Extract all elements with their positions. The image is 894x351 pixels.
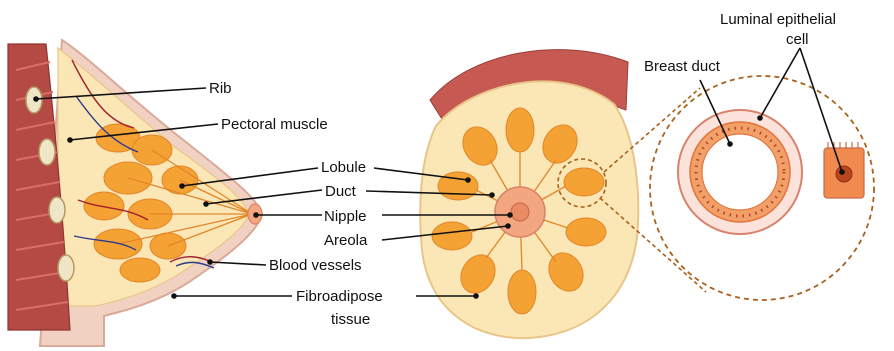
luminal-cell-label-line2: cell xyxy=(786,31,809,48)
rib-label: Rib xyxy=(209,80,232,97)
nipple-label: Nipple xyxy=(324,208,367,225)
blood-vessels-leader xyxy=(210,262,266,265)
lobule-leader-right-dot xyxy=(465,177,471,183)
areola-leader-dot xyxy=(505,223,511,229)
fibroadipose-label-line1: Fibroadipose xyxy=(296,288,383,305)
fibroadipose-label-line2: tissue xyxy=(331,311,370,328)
lobule-label: Lobule xyxy=(321,159,366,176)
nipple-leader-right-dot xyxy=(507,212,513,218)
pectoral-muscle-label: Pectoral muscle xyxy=(221,116,328,133)
duct-leader-left-dot xyxy=(203,201,209,207)
pectoral-muscle-leader-dot xyxy=(67,137,73,143)
duct-leader-right-dot xyxy=(489,192,495,198)
blood-vessels-leader-dot xyxy=(207,259,213,265)
blood-vessels-label: Blood vessels xyxy=(269,257,362,274)
duct-cross-section-panel xyxy=(600,76,874,300)
luminal-cell-leader-ring-dot xyxy=(757,115,763,121)
areola-label: Areola xyxy=(324,232,368,249)
breast-duct-label: Breast duct xyxy=(644,58,721,75)
duct-label: Duct xyxy=(325,183,357,200)
cell-nucleus xyxy=(836,166,852,182)
lobule-leader-left-dot xyxy=(179,183,185,189)
rib-leader-dot xyxy=(33,96,39,102)
breast-duct-leader-dot xyxy=(727,141,733,147)
fibroadipose-leader-left-dot xyxy=(171,293,177,299)
luminal-cell-leader-cell-dot xyxy=(839,169,845,175)
duct-lumen xyxy=(702,134,778,210)
nipple-center xyxy=(511,203,529,221)
luminal-cell-label-line1: Luminal epithelial xyxy=(720,11,836,28)
nipple-leader-left-dot xyxy=(253,212,259,218)
fibroadipose-leader-right-dot xyxy=(473,293,479,299)
